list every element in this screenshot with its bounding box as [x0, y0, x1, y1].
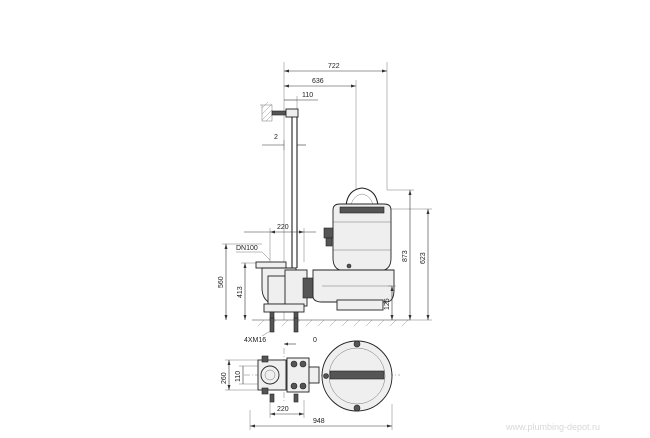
dim-560: 560 [218, 276, 225, 288]
outlet-label: DN100 [236, 245, 258, 252]
dim-110-plan: 110 [235, 371, 242, 382]
dim-623: 623 [420, 252, 427, 264]
duckfoot-bend [255, 261, 314, 321]
coupling-dimension [244, 228, 316, 262]
dim-948: 948 [313, 418, 325, 425]
pump-elevation [312, 187, 395, 311]
guide-rails [291, 117, 298, 268]
dim-zero: 0 [313, 337, 317, 344]
floor-line [252, 317, 410, 333]
dim-636: 636 [312, 78, 324, 85]
watermark: www.plumbing-depot.ru [505, 422, 600, 432]
dim-873: 873 [402, 250, 409, 262]
dim-722: 722 [328, 63, 340, 70]
dim-110-top: 110 [302, 92, 313, 99]
plan-dimensions [225, 359, 393, 430]
right-vertical-dimensions [387, 189, 432, 321]
dim-125: 125 [384, 298, 391, 310]
dim-413: 413 [237, 286, 244, 298]
dim-220-elev: 220 [277, 224, 289, 231]
dim-220-plan: 220 [277, 406, 289, 413]
dim-2: 2 [274, 134, 278, 141]
left-vertical-dimensions [222, 243, 262, 320]
bolts-label: 4XM16 [244, 337, 266, 344]
dim-260: 260 [221, 372, 228, 384]
plan-view [244, 340, 400, 412]
